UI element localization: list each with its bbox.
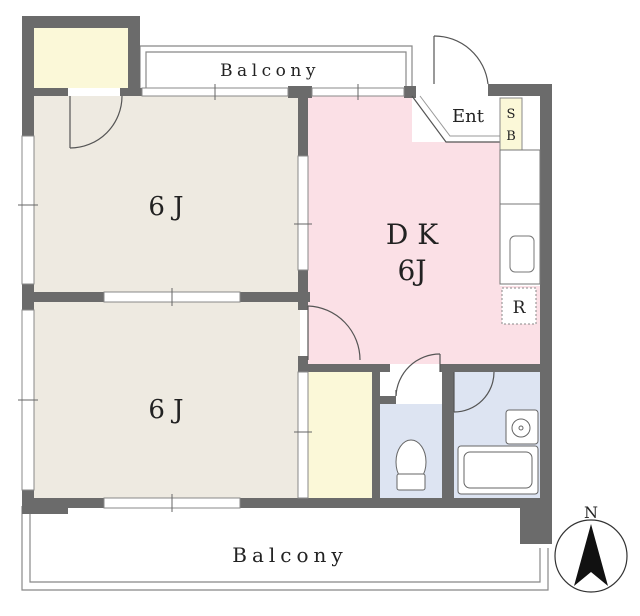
- dk-floor: [308, 96, 540, 364]
- dk-size-label: 6J: [397, 254, 426, 287]
- balcony-top-label: Balcony: [220, 61, 320, 81]
- refrigerator-space: [501, 287, 537, 325]
- bathtub-icon: [457, 445, 539, 495]
- shoebox-label-s: S: [507, 107, 516, 122]
- dk-label: D K: [386, 218, 439, 251]
- compass-needle-icon: [574, 524, 608, 586]
- shoebox-label-b: B: [506, 129, 516, 144]
- genkan-step: [411, 95, 500, 143]
- sink-icon: [509, 235, 535, 273]
- window-ticks: [18, 84, 359, 512]
- washbasin-icon: [505, 409, 539, 445]
- room-lower-left-floor: [34, 302, 300, 498]
- genkan-step-inner: [419, 95, 500, 137]
- room-upper-left-floor: [34, 96, 300, 292]
- toilet-icon: [395, 439, 427, 491]
- entrance-label: Ent: [452, 106, 485, 127]
- refrigerator-label: R: [513, 298, 527, 318]
- genkan-floor: [412, 96, 500, 142]
- balcony-bottom: [21, 506, 549, 591]
- compass-north-label: N: [584, 503, 598, 522]
- room-upper-left-label: 6 J: [148, 192, 183, 222]
- storage-floor: [34, 28, 130, 88]
- room-lower-left-label: 6 J: [148, 395, 183, 425]
- balcony-bottom-label: Balcony: [232, 543, 347, 567]
- compass: N: [554, 503, 628, 593]
- closet-floor: [308, 372, 372, 498]
- doors: [69, 35, 495, 413]
